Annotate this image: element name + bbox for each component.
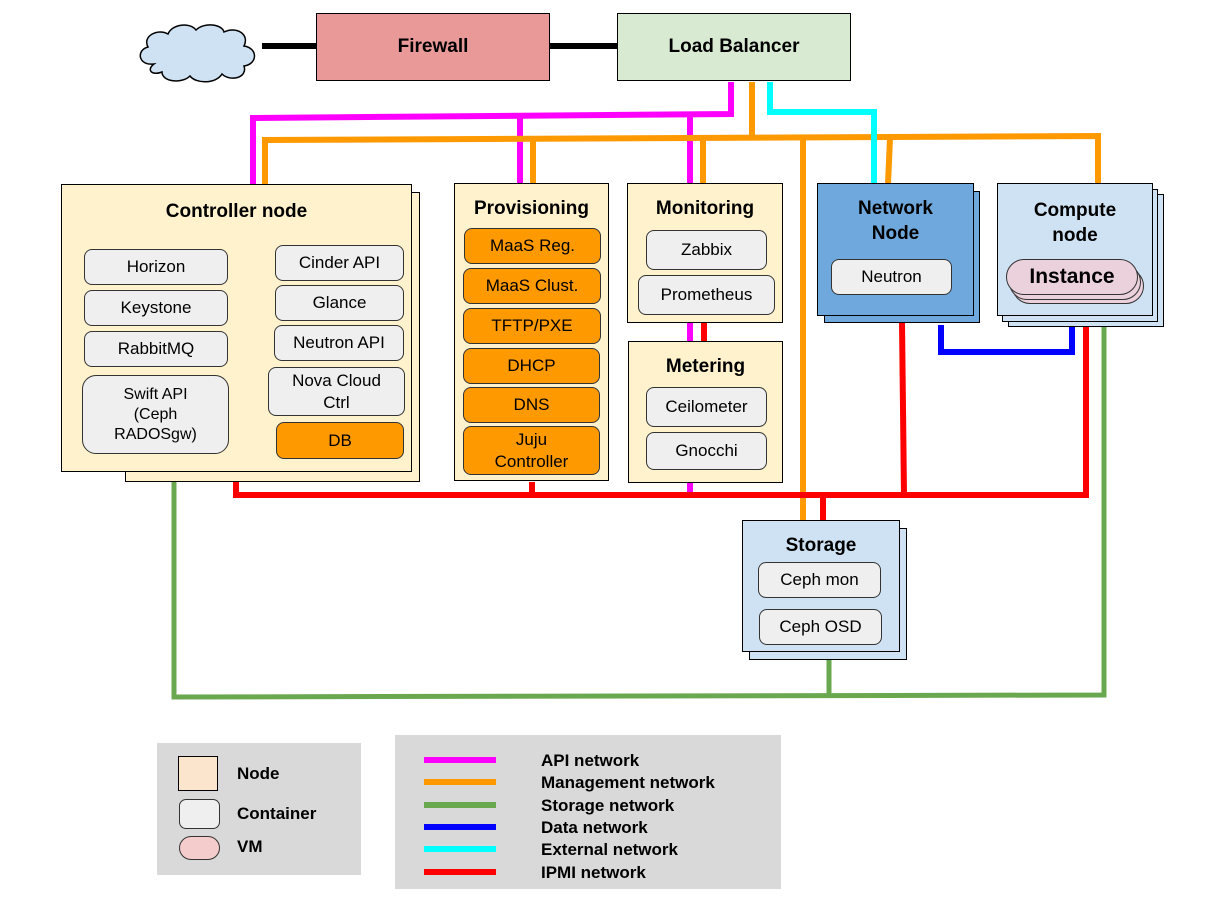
container-cinder-api[interactable]: Cinder API [275, 245, 404, 281]
container-label: Neutron [861, 267, 922, 286]
container-neutron[interactable]: Neutron [831, 259, 952, 295]
load-balancer-label: Load Balancer [668, 36, 800, 57]
legend-vm-label: VM [237, 837, 263, 856]
vm-label: Instance [1029, 265, 1115, 288]
container-label: Glance [312, 293, 367, 312]
container-swift-api[interactable]: Swift API (Ceph RADOSgw) [82, 375, 229, 454]
legend-vm-swatch [179, 836, 220, 860]
container-nova-cloud-ctrl[interactable]: Nova Cloud Ctrl [268, 367, 405, 416]
container-dns[interactable]: DNS [463, 387, 600, 423]
metering-node-title: Metering [665, 356, 746, 377]
container-label: Ceilometer [665, 397, 748, 416]
legend-node-swatch [178, 756, 218, 791]
legend-shapes: Node Container VM [157, 743, 361, 875]
container-juju-controller[interactable]: Juju Controller [463, 426, 600, 475]
legend-container-swatch [179, 799, 220, 829]
container-label: MaaS Reg. [489, 236, 576, 255]
container-ceilometer[interactable]: Ceilometer [646, 387, 767, 427]
container-prometheus[interactable]: Prometheus [638, 275, 775, 315]
firewall-box[interactable]: Firewall [316, 13, 550, 81]
container-glance[interactable]: Glance [275, 285, 404, 321]
legend-node-label: Node [237, 764, 280, 783]
container-maas-clust[interactable]: MaaS Clust. [463, 268, 601, 304]
storage-network-wires [171, 325, 1107, 700]
container-ceph-osd[interactable]: Ceph OSD [759, 609, 882, 645]
legend-swatch-management-network [424, 779, 496, 786]
container-label: Zabbix [680, 240, 733, 259]
container-rabbitmq[interactable]: RabbitMQ [84, 331, 228, 367]
legend-label-data-network: Data network [541, 817, 648, 837]
legend-swatch-external-network [424, 846, 496, 853]
container-label: DHCP [507, 356, 556, 375]
container-label: TFTP/PXE [491, 316, 573, 335]
legend-label-external-network: External network [541, 840, 678, 860]
firewall-label: Firewall [397, 36, 469, 57]
api-network-wires [250, 82, 734, 494]
container-label: Juju Controller [494, 429, 569, 471]
storage-node-title: Storage [785, 535, 857, 556]
legend-label-ipmi-network: IPMI network [541, 862, 646, 882]
container-keystone[interactable]: Keystone [84, 290, 228, 326]
container-neutron-api[interactable]: Neutron API [274, 325, 404, 361]
container-horizon[interactable]: Horizon [84, 249, 228, 285]
container-db[interactable]: DB [276, 422, 404, 459]
container-label: Keystone [120, 298, 192, 317]
legend-swatch-data-network [424, 823, 496, 830]
container-label: Prometheus [660, 285, 753, 304]
container-tftp-pxe[interactable]: TFTP/PXE [463, 308, 601, 344]
container-label: Ceph mon [780, 570, 859, 589]
container-label: Gnocchi [675, 441, 738, 460]
controller-node-title: Controller node [165, 201, 308, 222]
legend-swatch-ipmi-network [424, 868, 496, 875]
legend-swatch-storage-network [424, 801, 496, 808]
internet-cloud-icon [139, 24, 256, 83]
management-network-wires [262, 82, 1101, 520]
container-label: DB [328, 430, 352, 450]
container-label: Ceph OSD [779, 617, 862, 636]
container-label: MaaS Clust. [485, 276, 579, 295]
container-label: Neutron API [293, 333, 385, 352]
ipmi-network-wires [233, 321, 1089, 520]
container-label: Swift API (Ceph RADOSgw) [114, 385, 197, 443]
container-label: Nova Cloud Ctrl [292, 370, 381, 412]
data-network-wire [938, 325, 1075, 355]
legend-swatch-api-network [424, 757, 496, 763]
load-balancer-box[interactable]: Load Balancer [617, 13, 851, 81]
container-gnocchi[interactable]: Gnocchi [646, 432, 767, 470]
container-dhcp[interactable]: DHCP [463, 348, 600, 384]
provisioning-node-title: Provisioning [473, 198, 590, 219]
network-node-title: Network Node [858, 198, 933, 244]
external-network-wire [767, 82, 877, 184]
container-label: Horizon [126, 257, 186, 276]
vm-instance[interactable]: Instance [1006, 259, 1138, 295]
container-maas-reg[interactable]: MaaS Reg. [464, 228, 601, 264]
container-label: DNS [513, 395, 550, 414]
compute-node-title: Compute node [1033, 200, 1117, 246]
legend-label-storage-network: Storage network [541, 795, 675, 815]
container-zabbix[interactable]: Zabbix [646, 230, 767, 270]
container-label: Cinder API [298, 253, 381, 272]
legend-label-management-network: Management network [541, 773, 715, 793]
container-ceph-mon[interactable]: Ceph mon [758, 562, 881, 598]
monitoring-node-title: Monitoring [655, 198, 755, 219]
container-label: RabbitMQ [117, 339, 195, 358]
network-node[interactable]: Network Node [817, 183, 974, 316]
legend-label-api-network: API network [541, 751, 640, 770]
legend-container-label: Container [237, 804, 317, 823]
